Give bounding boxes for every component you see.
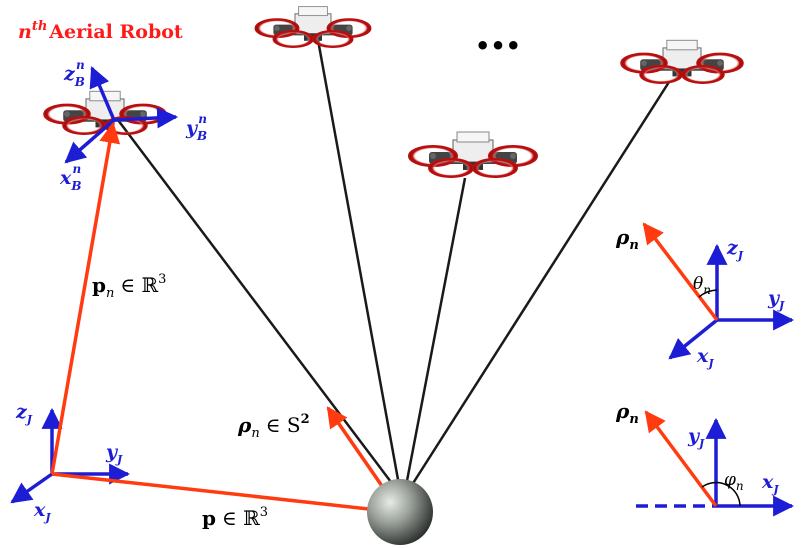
svg-text:yJ: yJ [687,425,705,450]
z-I-label: zJ [15,401,33,426]
svg-text:yJ: yJ [767,287,785,312]
z-B-label: zBn [63,58,85,89]
svg-text:ρn: ρn [615,225,639,253]
cable-robot-n [117,119,398,491]
cables [117,39,671,491]
cable-robot-3 [404,177,467,487]
payload-sphere [367,479,433,545]
svg-text:θn: θn [693,274,711,297]
position-vectors [50,121,402,521]
rho-n-in-S2-label: ρn∈ S2 [237,412,310,441]
svg-text:xJ: xJ [761,471,779,496]
drone-robot-3 [408,131,538,178]
ellipsis: ••• [475,32,521,60]
p-label: p∈ ℝ3 [202,505,268,530]
drone-robot-2 [254,5,372,49]
y-I-label: yJ [105,441,123,466]
cable-robot-4 [408,81,671,489]
svg-text:xJ: xJ [696,345,714,370]
theta-inset: ρn θn zJ yJ xJ [615,222,795,370]
svg-text:zJ: zJ [726,237,744,262]
cable-robot-2 [316,39,401,486]
p-n-label: pn∈ ℝ3 [92,272,166,301]
svg-text:φn: φn [724,470,744,493]
drone-robot-4 [620,39,744,85]
x-I-label: xJ [33,499,51,524]
y-B-label: yBn [185,112,207,143]
p-vector [51,472,399,521]
phi-inset: ρn φn yJ xJ [615,399,795,517]
x-B-label: xBn [59,162,81,193]
svg-text:ρn: ρn [615,399,639,427]
p-n-vector [50,121,121,475]
